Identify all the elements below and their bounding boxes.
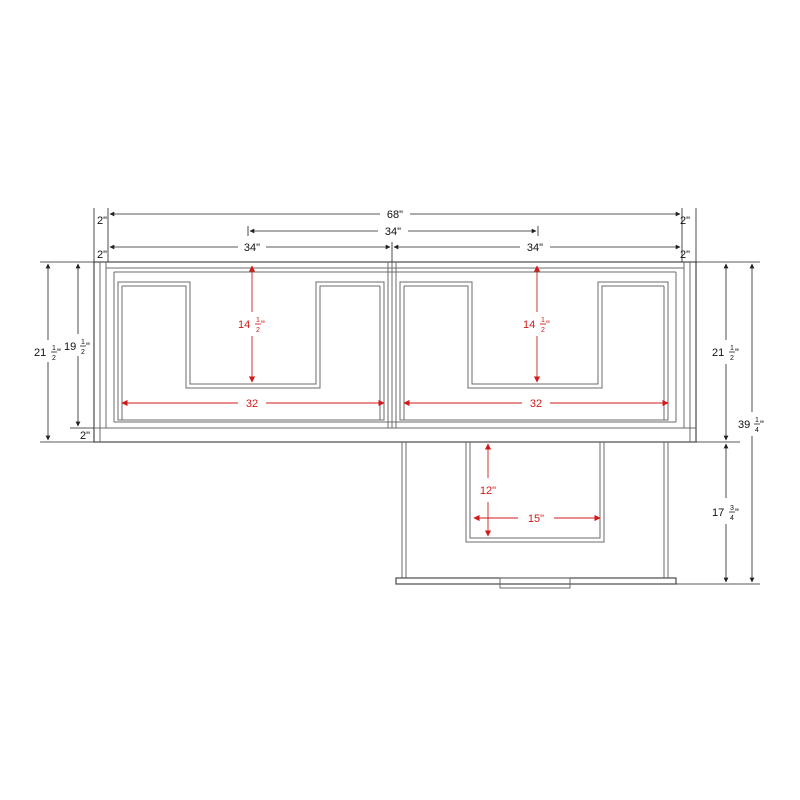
extension-cabinet bbox=[395, 442, 677, 589]
left-drawer-outline bbox=[117, 281, 385, 421]
svg-text:1: 1 bbox=[541, 317, 545, 324]
svg-text:3: 3 bbox=[730, 505, 734, 512]
dim-right-cut: 14 1 2 " bbox=[523, 265, 550, 383]
svg-text:2: 2 bbox=[52, 355, 56, 362]
svg-text:2: 2 bbox=[256, 327, 260, 334]
dim-ext-cut-depth: 12" bbox=[480, 443, 496, 537]
svg-text:": " bbox=[760, 419, 764, 431]
ext-cutout-inner bbox=[469, 442, 601, 539]
dim-left-depth: 21 1 2 " bbox=[34, 263, 61, 441]
svg-text:": " bbox=[261, 319, 265, 331]
svg-text:": " bbox=[57, 347, 61, 359]
dim-left-depth-whole: 21 bbox=[34, 347, 46, 359]
dim-post-left-label: 2" bbox=[97, 215, 107, 227]
svg-text:1: 1 bbox=[256, 317, 260, 324]
svg-text:": " bbox=[86, 341, 90, 353]
dim-bay-right: 34" bbox=[393, 242, 681, 254]
dim-bottom-rail-label: 2" bbox=[80, 430, 90, 442]
svg-text:": " bbox=[735, 507, 739, 519]
dim-right-depth-whole: 21 bbox=[712, 347, 724, 359]
left-drawer bbox=[117, 281, 385, 421]
right-drawer-outline bbox=[399, 281, 669, 421]
dim-right-inner-width-label: 32 bbox=[530, 398, 542, 410]
dim-overall-width-label: 68" bbox=[387, 209, 403, 221]
svg-text:2: 2 bbox=[730, 355, 734, 362]
dim-ext-depth: 17 3 4 " bbox=[712, 443, 739, 583]
dim-left-cut: 14 1 2 " bbox=[238, 265, 265, 383]
svg-text:2: 2 bbox=[541, 327, 545, 334]
dim-bay-right-label: 34" bbox=[527, 242, 543, 254]
svg-text:4: 4 bbox=[730, 515, 734, 522]
dim-bay-left: 34" bbox=[109, 242, 391, 254]
dim-ext-depth-whole: 17 bbox=[712, 507, 724, 519]
svg-text:4: 4 bbox=[755, 427, 759, 434]
dim-overall-width: 68" bbox=[109, 209, 681, 221]
dim-total-depth: 39 1 4 " bbox=[738, 263, 764, 583]
dim-total-depth-whole: 39 bbox=[738, 419, 750, 431]
extension-lines bbox=[40, 208, 760, 585]
dim-center-span-label: 34" bbox=[385, 226, 401, 238]
main-cabinet-outer bbox=[93, 261, 697, 443]
dim-left-cut-whole: 14 bbox=[238, 319, 250, 331]
svg-text:1: 1 bbox=[81, 339, 85, 346]
main-cabinet bbox=[93, 261, 697, 443]
svg-text:1: 1 bbox=[755, 417, 759, 424]
dim-post-right-label: 2" bbox=[680, 215, 690, 227]
dim-bay-left-label: 34" bbox=[244, 242, 260, 254]
ext-base-foot bbox=[499, 577, 571, 589]
svg-text:": " bbox=[546, 319, 550, 331]
dim-left-inner: 19 1 2 " bbox=[64, 263, 90, 427]
left-drawer-inner bbox=[121, 285, 381, 420]
dim-ext-cut-width: 15" bbox=[473, 513, 601, 525]
ext-base bbox=[395, 577, 677, 585]
right-drawer-inner bbox=[403, 285, 665, 420]
dim-left-inner-width: 32 bbox=[121, 398, 385, 410]
dim-post-left-2-label: 2" bbox=[97, 249, 107, 261]
svg-text:": " bbox=[735, 347, 739, 359]
dim-right-cut-whole: 14 bbox=[523, 319, 535, 331]
dim-right-inner-width: 32 bbox=[403, 398, 669, 410]
dim-left-depth-frac: 1 bbox=[52, 345, 56, 352]
dim-post-right-2-label: 2" bbox=[680, 249, 690, 261]
dim-ext-cut-width-label: 15" bbox=[528, 513, 544, 525]
dim-left-inner-whole: 19 bbox=[64, 341, 76, 353]
dim-center-span: 34" bbox=[249, 226, 537, 238]
dim-ext-cut-depth-label: 12" bbox=[480, 485, 496, 497]
dim-left-inner-width-label: 32 bbox=[246, 398, 258, 410]
svg-text:1: 1 bbox=[730, 345, 734, 352]
right-drawer bbox=[399, 281, 669, 421]
dim-right-depth: 21 1 2 " bbox=[712, 263, 739, 441]
ext-cutout-outer bbox=[465, 442, 605, 543]
svg-text:2: 2 bbox=[81, 349, 85, 356]
